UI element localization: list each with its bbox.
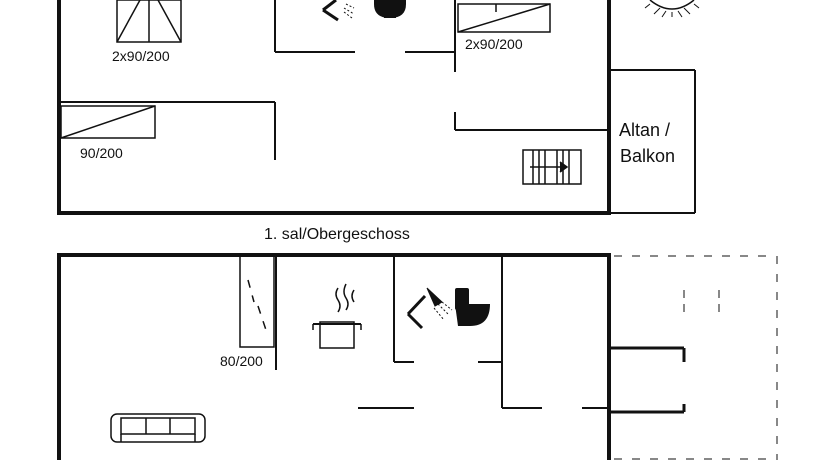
bed-size-label: 80/200 (220, 353, 263, 369)
bed-icon (116, 0, 182, 43)
toilet-icon (374, 0, 406, 18)
bed-size-label: 2x90/200 (112, 48, 170, 64)
stove-pot-icon (312, 283, 362, 349)
bed-icon (457, 3, 551, 33)
sun-icon (644, 0, 700, 18)
stairs-icon (522, 149, 582, 185)
shower-icon (322, 0, 355, 22)
balcony-label: Balkon (620, 146, 676, 166)
bed-size-label: 2x90/200 (465, 36, 523, 52)
bed-icon (239, 254, 275, 348)
sofa-icon (110, 413, 206, 443)
bed-icon (60, 105, 156, 139)
toilet-icon (455, 288, 490, 326)
upper-floor (57, 0, 700, 215)
bed-size-label: 90/200 (80, 145, 123, 161)
balcony-label: Altan / (619, 120, 671, 140)
ground-floor (57, 253, 778, 460)
floor-caption: 1. sal/Obergeschoss (264, 226, 410, 243)
shower-icon (406, 287, 453, 330)
